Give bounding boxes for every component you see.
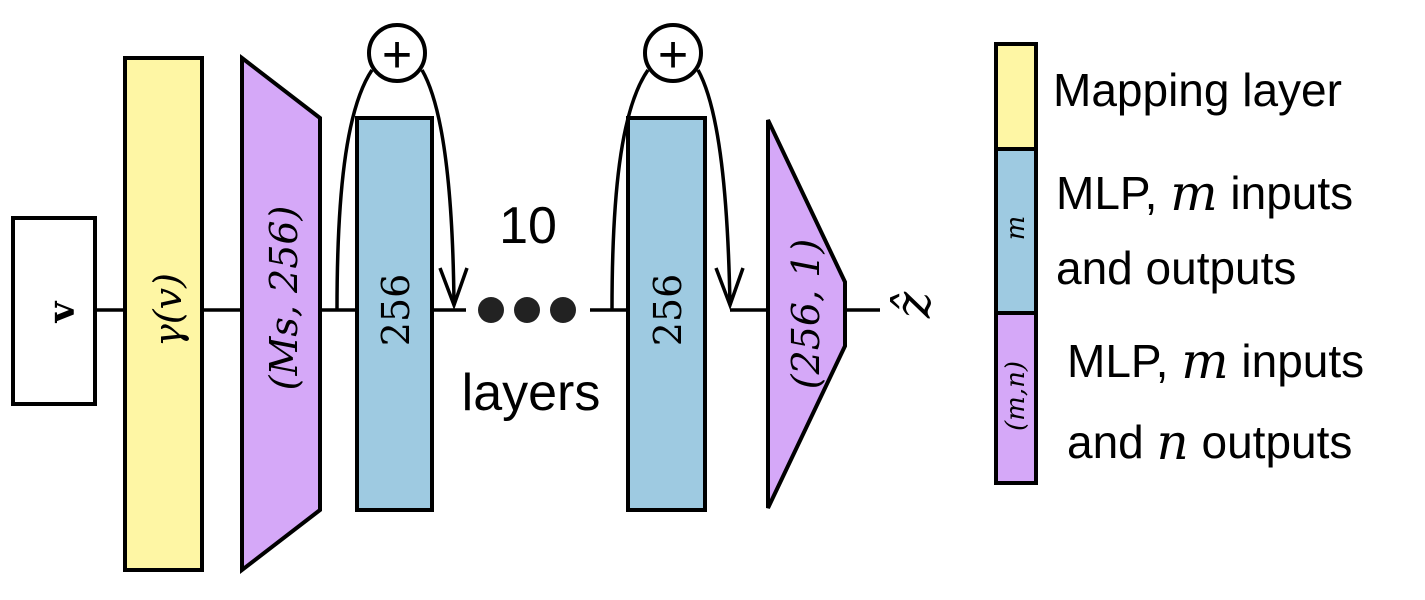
hidden-layer-1 xyxy=(355,116,434,512)
ellipsis-dots xyxy=(478,297,576,323)
legend-swatch-mlp-rect xyxy=(994,311,1038,485)
output-label: ẑ xyxy=(884,291,942,319)
skip-connection-2: + xyxy=(610,23,745,311)
residual-add-icon-1: + xyxy=(382,26,412,84)
skip-connection-1: + xyxy=(335,23,469,311)
legend-swatch-rect-label: (m,n) xyxy=(1001,361,1031,431)
legend-mlp-rect-line1: MLP, m inputs xyxy=(1067,332,1364,390)
hidden-layer-2-label: 256 xyxy=(646,274,690,347)
repeat-word: layers xyxy=(462,364,601,422)
input-box xyxy=(11,216,97,406)
input-label: v xyxy=(41,300,83,323)
legend-swatch-mapping xyxy=(994,42,1038,151)
residual-add-icon-2: + xyxy=(658,26,688,84)
output-mlp-layer xyxy=(766,119,847,509)
hidden-layer-2 xyxy=(626,116,707,512)
legend-swatch-mlp-square xyxy=(994,147,1038,315)
legend: m (m,n) Mapping layer MLP, m inputs and … xyxy=(994,42,1364,485)
legend-mlp-rect-line2: and n outputs xyxy=(1067,413,1352,471)
legend-swatch-square-label: m xyxy=(1001,216,1031,241)
first-mlp-label: (Ms, 256) xyxy=(262,206,306,391)
mapping-layer-label: γ(v) xyxy=(146,273,190,347)
legend-mlp-square-line2: and outputs xyxy=(1056,242,1296,294)
legend-mlp-square-line1: MLP, m inputs xyxy=(1056,164,1353,222)
hidden-layer-1-label: 256 xyxy=(374,274,418,347)
output-mlp-label: (256, 1) xyxy=(784,239,828,390)
first-mlp-layer xyxy=(240,53,322,575)
legend-mapping-text: Mapping layer xyxy=(1053,64,1342,116)
repeat-count: 10 xyxy=(499,197,557,255)
mapping-layer xyxy=(123,56,204,572)
